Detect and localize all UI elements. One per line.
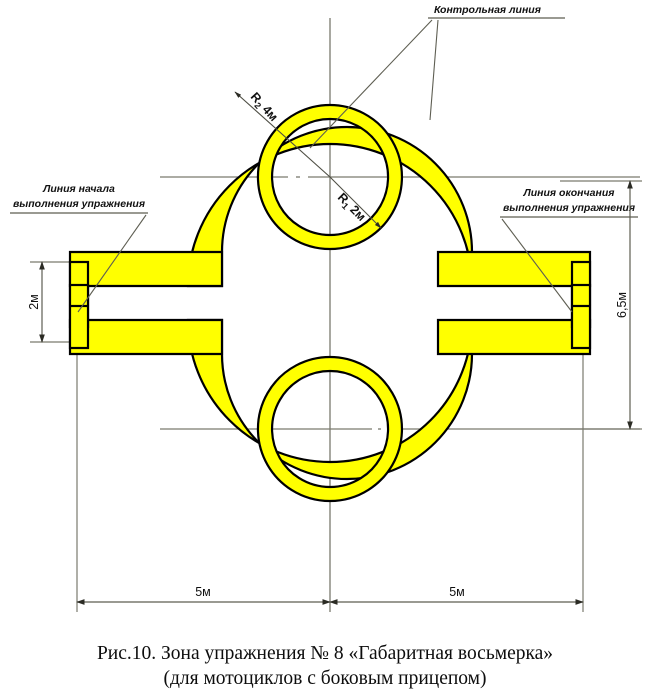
upper-inner-ring [256, 103, 404, 251]
dimension-total-label: 6,5м [615, 292, 629, 318]
dimension-gate-height: 2м [27, 261, 45, 343]
start-line-dash-3 [68, 304, 90, 350]
left-lower-corridor [68, 318, 224, 356]
caption-line-1: Рис.10. Зона упражнения № 8 «Габаритная … [96, 643, 554, 665]
radius-inner-label: R1 2м [333, 190, 368, 225]
control-line-leader-outer [429, 19, 439, 121]
caption-line-2: (для мотоциклов с боковым прицепом) [163, 668, 487, 690]
left-upper-corridor [68, 250, 224, 288]
start-line-text-2: выполнения упражнения [13, 198, 145, 210]
right-lower-corridor [436, 318, 592, 356]
dimension-gate-label: 2м [27, 294, 41, 310]
track-marking [68, 103, 592, 503]
start-line-callout: Линия начала выполнения упражнения [10, 183, 148, 313]
start-line-leader [77, 214, 147, 313]
dimension-total-height: 6,5м [615, 180, 633, 430]
right-upper-corridor [436, 250, 592, 288]
dimension-left-width-label: 5м [195, 585, 211, 599]
radius-outer-arrow [234, 91, 331, 178]
radius-outer-label: R2 4м [246, 90, 280, 126]
figure-caption: Рис.10. Зона упражнения № 8 «Габаритная … [0, 642, 650, 692]
finish-line-leader [501, 218, 573, 313]
dimension-right-width-label: 5м [449, 585, 465, 599]
control-line-text: Контрольная линия [434, 4, 541, 16]
start-line-text-1: Линия начала [42, 183, 115, 195]
lower-inner-ring [256, 355, 404, 503]
finish-line-dash-3 [570, 304, 592, 350]
control-line-leader-inner [309, 19, 433, 149]
radius-inner-arrow [329, 176, 382, 229]
finish-line-text-1: Линия окончания [523, 187, 615, 199]
finish-line-callout: Линия окончания выполнения упражнения [500, 187, 638, 313]
control-line-callout: Контрольная линия [309, 4, 565, 149]
finish-line-text-2: выполнения упражнения [503, 202, 635, 214]
dimension-widths: 5м 5м [76, 585, 584, 605]
